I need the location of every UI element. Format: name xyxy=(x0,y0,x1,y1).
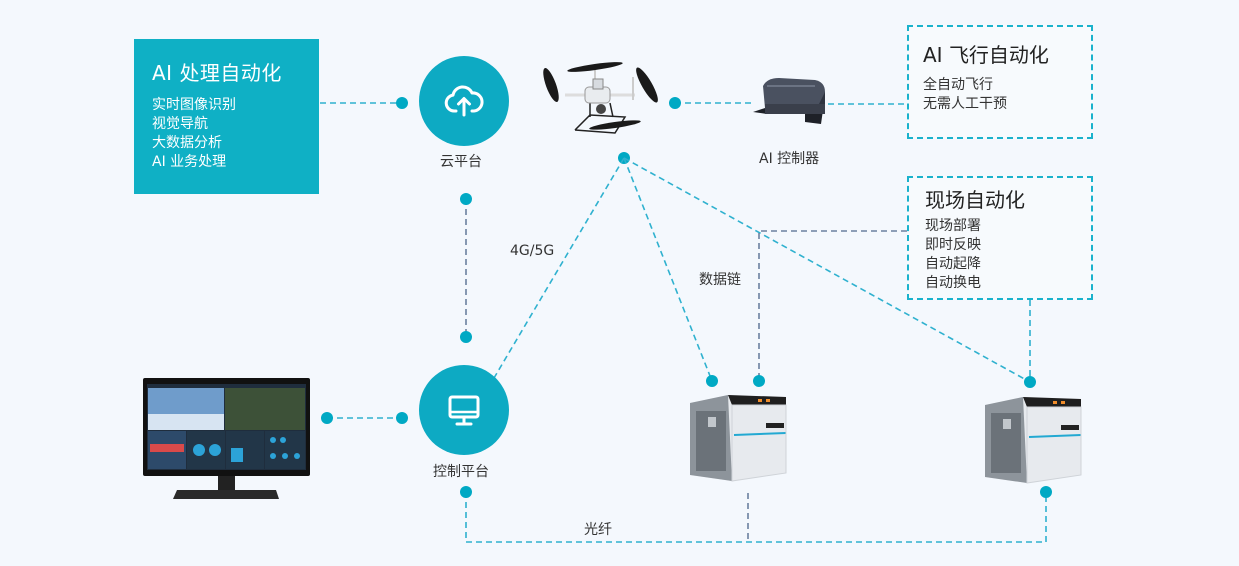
site-automation-item: 即时反映 xyxy=(925,237,981,253)
link-dot xyxy=(396,97,408,109)
drone-image xyxy=(543,62,658,134)
ai-controller-label: AI 控制器 xyxy=(759,151,820,167)
ai-processing-item: AI 业务处理 xyxy=(152,154,227,170)
link-dot xyxy=(706,375,718,387)
drone-station-1-image xyxy=(690,395,787,482)
cloud-upload-icon xyxy=(444,85,484,117)
drone-station-2-image xyxy=(985,397,1082,484)
ai-processing-item: 大数据分析 xyxy=(152,135,222,151)
ai-processing-panel: AI 处理自动化 实时图像识别 视觉导航 大数据分析 AI 业务处理 xyxy=(134,39,319,194)
ai-processing-item: 实时图像识别 xyxy=(152,97,236,113)
site-automation-panel: 现场自动化 现场部署 即时反映 自动起降 自动换电 xyxy=(907,176,1093,300)
monitor-image xyxy=(143,378,310,499)
link-dot xyxy=(460,486,472,498)
datalink-label: 数据链 xyxy=(699,272,741,288)
flight-automation-title: AI 飞行自动化 xyxy=(923,43,1049,67)
link-dot xyxy=(1024,376,1036,388)
site-automation-item: 现场部署 xyxy=(925,218,981,234)
link-dot xyxy=(669,97,681,109)
link-dot xyxy=(396,412,408,424)
link-cellular xyxy=(493,157,625,379)
control-platform-label: 控制平台 xyxy=(433,464,489,480)
site-automation-title: 现场自动化 xyxy=(925,188,1025,212)
link-dot xyxy=(1040,486,1052,498)
fiber-link-label: 光纤 xyxy=(584,522,612,538)
link-dot xyxy=(460,331,472,343)
cloud-platform-node xyxy=(419,56,509,146)
ai-processing-title: AI 处理自动化 xyxy=(152,61,282,85)
site-automation-item: 自动换电 xyxy=(925,275,981,291)
cloud-platform-label: 云平台 xyxy=(440,154,482,170)
link-dot xyxy=(753,375,765,387)
ai-controller-image xyxy=(753,78,825,124)
link-fiber xyxy=(465,492,1047,543)
link-dot xyxy=(321,412,333,424)
control-platform-node xyxy=(419,365,509,455)
flight-automation-item: 无需人工干预 xyxy=(923,96,1007,112)
flight-automation-item: 全自动飞行 xyxy=(923,77,993,93)
site-automation-item: 自动起降 xyxy=(925,256,981,272)
cellular-link-label: 4G/5G xyxy=(510,243,555,259)
link-dot xyxy=(460,193,472,205)
ai-processing-item: 视觉导航 xyxy=(152,116,208,132)
monitor-icon xyxy=(448,395,480,426)
link-sitebox-station-1 xyxy=(758,230,907,381)
flight-automation-panel: AI 飞行自动化 全自动飞行 无需人工干预 xyxy=(907,25,1093,139)
link-dot xyxy=(618,152,630,164)
